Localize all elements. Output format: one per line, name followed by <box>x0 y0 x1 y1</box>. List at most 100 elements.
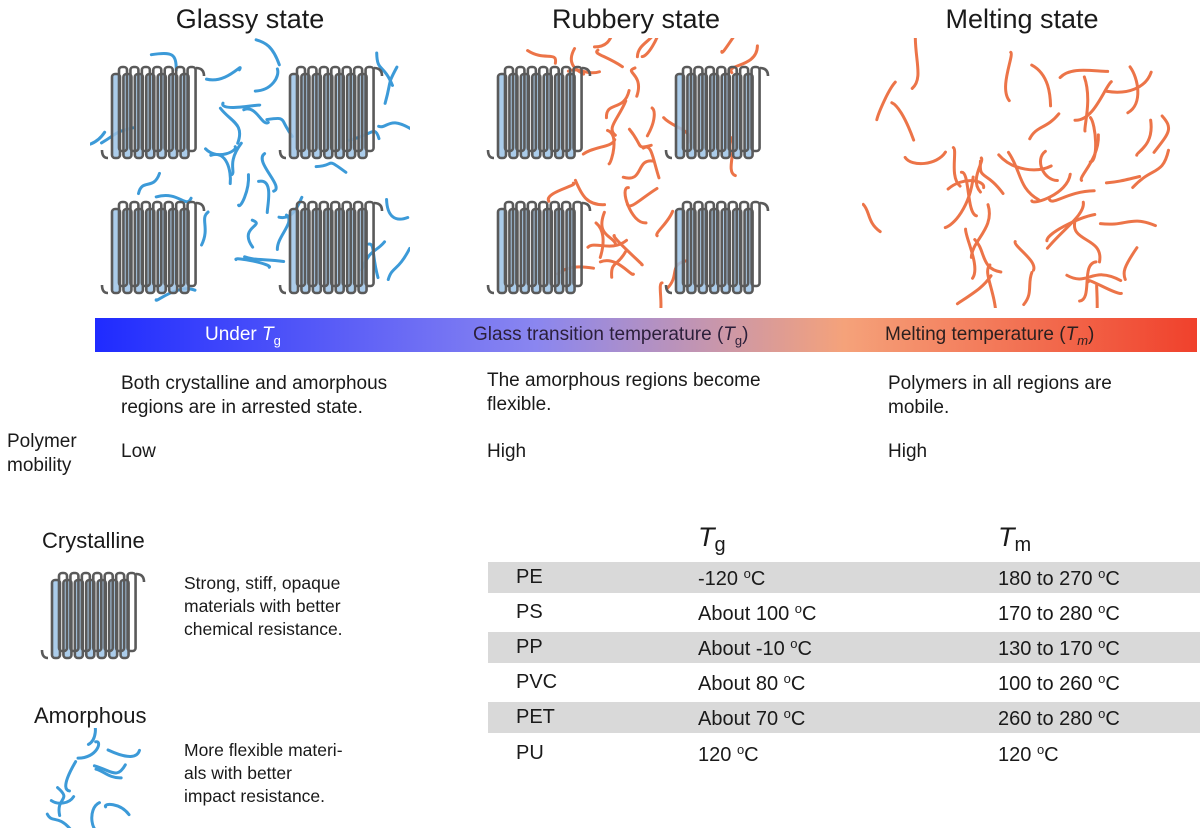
glass-transition-label: Glass transition temperature (Tg) <box>473 324 749 348</box>
amorphous-chain <box>314 161 348 174</box>
amorphous-chain <box>629 66 640 98</box>
melt-chain <box>875 80 897 122</box>
amorphous-chain <box>621 159 656 180</box>
melt-chain <box>910 38 920 90</box>
melt-chain <box>1104 70 1153 94</box>
crystalline-block <box>486 65 592 160</box>
rubbery-state-title: Rubbery state <box>551 4 721 34</box>
amorphous-chain <box>200 210 210 247</box>
melting-mobility-value: High <box>888 441 928 462</box>
melt-chain <box>1030 172 1072 204</box>
tm-value: 170 to 280 oC <box>998 601 1120 625</box>
amorphous-legend-title: Amorphous <box>34 703 147 728</box>
tg-value: About 80 oC <box>698 671 806 695</box>
legend-crystalline-block <box>40 571 146 660</box>
tm-value: 130 to 170 oC <box>998 636 1120 660</box>
melt-chain <box>986 263 997 308</box>
melt-chain <box>1039 149 1059 183</box>
amorphous-chain <box>594 221 605 259</box>
crystalline-block <box>486 200 592 295</box>
melt-chain <box>1122 246 1139 281</box>
amorphous-chain <box>612 234 644 267</box>
melt-chain <box>1045 200 1085 250</box>
crystalline-legend-title: Crystalline <box>42 528 145 553</box>
polymer-name: PU <box>516 742 544 764</box>
amorphous-chain <box>604 89 631 120</box>
amorphous-chain <box>610 250 628 279</box>
melt-chain <box>964 227 977 280</box>
tg-value: About -10 oC <box>698 636 812 660</box>
amorphous-chain <box>595 48 624 69</box>
tm-value: 120 oC <box>998 742 1059 766</box>
melt-chain <box>1045 212 1097 243</box>
melt-chain <box>955 274 993 306</box>
crystalline-block <box>278 200 384 295</box>
crystalline-block <box>278 65 384 160</box>
polymer-name: PVC <box>516 671 558 693</box>
melting-state-title: Melting state <box>945 4 1099 34</box>
amorphous-chain <box>606 128 616 166</box>
amorphous-chain <box>209 152 232 186</box>
amorphous-chain <box>204 66 242 82</box>
legend-amorphous-chain <box>104 802 131 817</box>
crystalline-block <box>100 200 206 295</box>
melt-chain <box>969 203 991 259</box>
legend-amorphous-chain <box>49 795 76 805</box>
polymer-name: PP <box>516 636 543 658</box>
amorphous-chain <box>610 99 628 137</box>
crystalline-block <box>100 65 206 160</box>
temperature-gradient-bar: Under Tg Glass transition temperature (T… <box>95 318 1197 352</box>
amorphous-chain <box>136 171 161 196</box>
amorphous-chain <box>254 38 281 67</box>
polymer-name: PET <box>516 706 555 728</box>
tg-column-header: Tg <box>698 522 726 556</box>
amorphous-chain <box>592 38 613 49</box>
amorphous-chain <box>645 106 656 138</box>
legend-amorphous-chain <box>92 763 127 775</box>
legend-amorphous-chain <box>56 786 66 818</box>
legend-amorphous-chain <box>106 748 141 758</box>
amorphous-chain <box>204 145 237 157</box>
melt-chain <box>1022 270 1034 307</box>
melt-chain <box>951 146 962 188</box>
amorphous-chain <box>600 210 618 246</box>
amorphous-chain <box>237 173 250 208</box>
amorphous-chain <box>598 259 635 276</box>
amorphous-chain <box>90 130 107 146</box>
legend-amorphous-chain <box>86 728 97 746</box>
amorphous-chain <box>627 127 653 149</box>
melt-chain <box>1086 279 1123 295</box>
amorphous-chain <box>149 51 178 72</box>
amorphous-chain <box>526 49 557 65</box>
tg-value: About 100 oC <box>698 601 817 625</box>
amorphous-chain <box>573 178 607 207</box>
melt-chain <box>1030 63 1053 108</box>
tg-value: About 70 oC <box>698 706 806 730</box>
melt-chain <box>862 202 882 234</box>
amorphous-chain <box>242 107 270 125</box>
amorphous-legend-icon <box>45 728 141 828</box>
melt-chain <box>1065 273 1123 283</box>
melt-chain <box>1004 50 1013 103</box>
melt-chain <box>974 156 984 194</box>
melt-chain <box>1072 217 1102 264</box>
amorphous-chain <box>234 257 271 269</box>
crystalline-block <box>664 200 770 295</box>
amorphous-chain <box>386 246 410 282</box>
amorphous-chain <box>377 121 410 131</box>
tm-value: 100 to 260 oC <box>998 671 1120 695</box>
melt-chain <box>1079 133 1100 182</box>
amorphous-chain <box>581 138 617 156</box>
melt-chain <box>997 153 1053 172</box>
legend-amorphous-chain <box>76 740 101 760</box>
melt-chain <box>1135 118 1153 157</box>
amorphous-chain <box>253 67 280 93</box>
amorphous-chain <box>383 65 399 105</box>
